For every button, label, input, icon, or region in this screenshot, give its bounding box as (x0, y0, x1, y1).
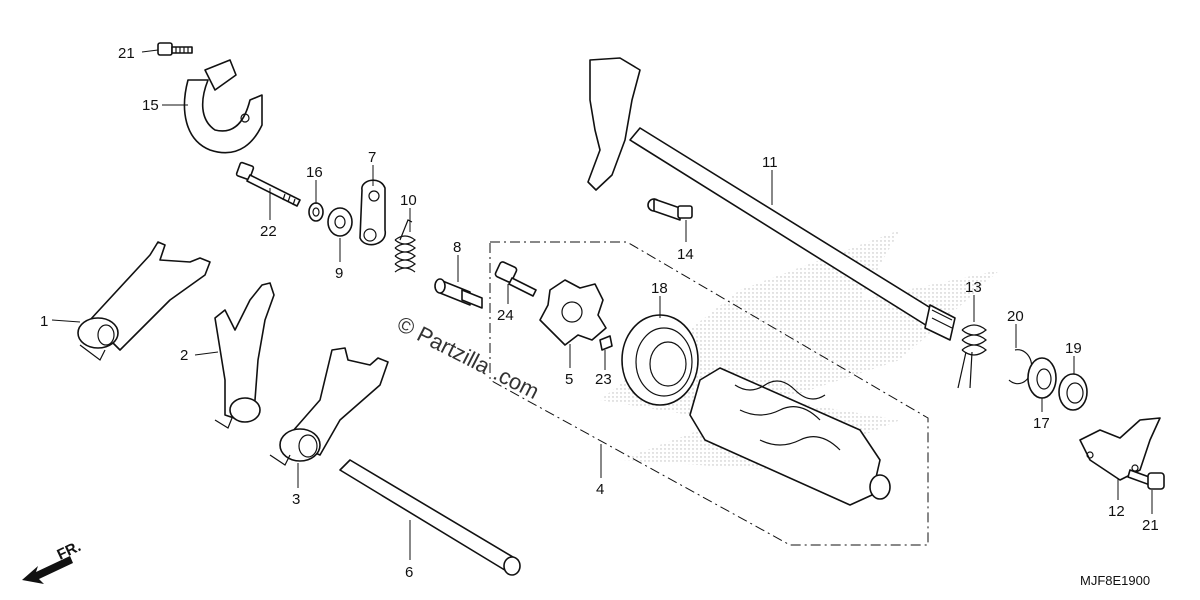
callout-9[interactable]: 9 (335, 265, 343, 282)
collar-8 (434, 278, 483, 309)
return-spring-13 (957, 324, 987, 389)
gearshift-spindle-11 (587, 57, 956, 341)
partzilla-watermark: © Partzilla .com (393, 311, 543, 404)
callout-24[interactable]: 24 (497, 307, 514, 324)
callout-19[interactable]: 19 (1065, 340, 1082, 357)
spring-10 (394, 219, 416, 273)
callout-20[interactable]: 20 (1007, 308, 1024, 325)
bolt-14 (647, 198, 693, 221)
bolt-22 (235, 161, 301, 207)
callout-14[interactable]: 14 (677, 246, 694, 263)
callout-15[interactable]: 15 (142, 97, 159, 114)
callout-11[interactable]: 11 (762, 154, 778, 171)
washer-9 (327, 207, 353, 237)
plate-12 (1079, 417, 1161, 481)
bolt-24 (494, 261, 537, 297)
bearing-18 (621, 314, 699, 406)
callout-4[interactable]: 4 (596, 481, 604, 498)
callout-23[interactable]: 23 (595, 371, 612, 388)
callout-2[interactable]: 2 (180, 347, 188, 364)
shift-fork-3 (269, 347, 389, 466)
callout-5[interactable]: 5 (565, 371, 573, 388)
star-plate-5 (539, 279, 607, 346)
bolt-21-bottom (1127, 469, 1165, 490)
pin-23 (599, 335, 613, 351)
callout-17[interactable]: 17 (1033, 415, 1050, 432)
bolt-21-top (157, 42, 193, 56)
watermark-line1: © Partzilla (393, 311, 495, 379)
bracket-15 (183, 59, 263, 154)
leader-lines (51, 49, 1153, 560)
callout-8[interactable]: 8 (453, 239, 461, 256)
fork-shaft-6 (339, 459, 521, 576)
front-label: FR. (55, 538, 84, 564)
callout-labels: 21 15 16 7 22 9 10 8 1 2 3 6 24 5 23 18 … (40, 45, 1159, 581)
front-direction-indicator: FR. (22, 538, 84, 584)
oil-seal-19 (1058, 373, 1088, 411)
washer-16 (308, 202, 324, 222)
watermark-line2: .com (489, 360, 543, 404)
callout-21-bottom[interactable]: 21 (1142, 517, 1159, 534)
callout-16[interactable]: 16 (306, 164, 323, 181)
stopper-arm-7 (359, 179, 386, 246)
shift-fork-2 (214, 282, 275, 429)
callout-3[interactable]: 3 (292, 491, 300, 508)
washer-17 (1027, 357, 1057, 399)
shift-drum-4 (689, 367, 891, 506)
callout-6[interactable]: 6 (405, 564, 413, 581)
callout-1[interactable]: 1 (40, 313, 48, 330)
callout-10[interactable]: 10 (400, 192, 417, 209)
callout-13[interactable]: 13 (965, 279, 982, 296)
callout-7[interactable]: 7 (368, 149, 376, 166)
callout-22[interactable]: 22 (260, 223, 277, 240)
shift-fork-1 (77, 241, 211, 361)
diagram-code: MJF8E1900 (1080, 573, 1150, 588)
callout-18[interactable]: 18 (651, 280, 668, 297)
front-arrow-icon (22, 556, 73, 584)
callout-12[interactable]: 12 (1108, 503, 1125, 520)
callout-21-top[interactable]: 21 (118, 45, 135, 62)
